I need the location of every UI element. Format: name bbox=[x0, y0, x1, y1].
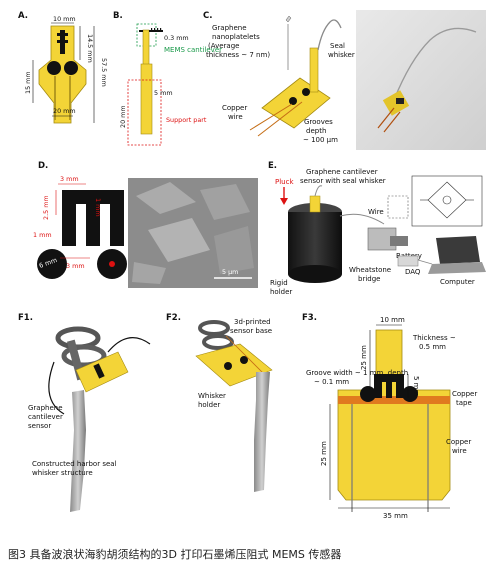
dim-a-bottom: 20 mm bbox=[53, 107, 76, 115]
f3-groove-label-2: ~ 0.1 mm bbox=[314, 378, 349, 386]
panel-f2-label: F2. bbox=[166, 313, 181, 323]
grooves-label-1: Grooves bbox=[304, 118, 333, 126]
seal-whisker-f1 bbox=[70, 390, 86, 512]
f3-dim-top: 10 mm bbox=[380, 316, 405, 324]
panel-f1: F1. Graphene cantilever sensor Construct… bbox=[18, 313, 151, 512]
dim-d-1mm-b: 1 mm bbox=[94, 198, 102, 217]
f3-dim-25-top: 25 mm bbox=[360, 345, 368, 370]
sensor-e-label-1: Graphene cantilever bbox=[306, 168, 378, 176]
f1-whisker-label-2: whisker structure bbox=[32, 469, 93, 477]
f3-dim-5: 5 mm bbox=[412, 376, 420, 396]
rigid-holder-label-1: Rigid bbox=[270, 279, 288, 287]
panel-d: D. 3 mm 2.5 mm 1 mm 1 mm 6 mm 3 mm 5 µm bbox=[33, 161, 258, 288]
dim-d-25: 2.5 mm bbox=[42, 195, 50, 220]
f2-holder-label-2: holder bbox=[198, 401, 220, 409]
wire-label: Wire bbox=[368, 208, 384, 216]
graphene-label-1: Graphene bbox=[212, 24, 247, 32]
sem-scale-bar: 5 µm bbox=[222, 268, 238, 276]
f1-sensor-label-3: sensor bbox=[28, 422, 51, 430]
photo-c bbox=[356, 10, 486, 150]
f1-sensor-label-2: cantilever bbox=[28, 413, 63, 421]
f3-dim-25-left: 25 mm bbox=[320, 441, 328, 466]
f1-whisker-label-1: Constructed harbor seal bbox=[32, 460, 117, 468]
f3-thickness-1: Thickness ~ bbox=[412, 334, 456, 342]
graphene-label-3: (Average bbox=[208, 42, 239, 50]
f3-copper-tape-1: Copper bbox=[452, 390, 477, 398]
f3-dim-35: 35 mm bbox=[383, 512, 408, 520]
panel-f3: F3. 10 mm Thickness ~ 0.5 mm 25 mm Groov… bbox=[302, 313, 477, 520]
dim-b-mid: 5 mm bbox=[154, 89, 173, 97]
f3-thickness-2: 0.5 mm bbox=[419, 343, 446, 351]
f3-copper-wire-1: Copper bbox=[446, 438, 471, 446]
panel-b-label: B. bbox=[113, 11, 123, 21]
sensor-outline-f3 bbox=[337, 329, 451, 501]
seal-label-2: whisker bbox=[328, 51, 355, 59]
panel-b: B. 0.3 mm MEMS cantilever 5 mm 20 mm Sup… bbox=[113, 11, 222, 146]
figure-caption: 图3 具备波浪状海豹胡须结构的3D 打印石墨烯压阻式 MEMS 传感器 bbox=[8, 548, 342, 561]
serpentine-trace bbox=[62, 190, 124, 246]
circuit-inset bbox=[411, 175, 483, 227]
copper-label-2: wire bbox=[228, 113, 243, 121]
graphene-label-4: thickness ~ 7 nm) bbox=[206, 51, 270, 59]
f2-base-label-2: sensor base bbox=[230, 327, 272, 335]
whisker-holder-f2 bbox=[254, 372, 270, 492]
dim-a-right: 14.5 mm bbox=[86, 34, 94, 63]
f3-groove-label-1: Groove width ~ 1 mm, depth bbox=[306, 369, 408, 377]
sensor-outline-a bbox=[38, 25, 87, 124]
dim-d-3mm-bot: 3 mm bbox=[66, 262, 85, 270]
f1-sensor-label-1: Graphene bbox=[28, 404, 63, 412]
panel-e-label: E. bbox=[268, 161, 277, 171]
panel-a: A. 10 mm 14.5 mm 57.5 mm 15 mm 20 mm bbox=[18, 11, 108, 124]
dim-d-1mm: 1 mm bbox=[33, 231, 52, 239]
copper-tape-f3 bbox=[338, 396, 450, 404]
panel-f3-label: F3. bbox=[302, 313, 317, 323]
dim-d-3mm-top: 3 mm bbox=[60, 175, 79, 183]
rigid-holder bbox=[288, 212, 342, 274]
panel-f1-label: F1. bbox=[18, 313, 33, 323]
wheatstone-label-2: bridge bbox=[358, 275, 380, 283]
sensor-e-label-2: sensor with seal whisker bbox=[300, 177, 386, 185]
f2-holder-label-1: Whisker bbox=[198, 392, 226, 400]
dim-a-top: 10 mm bbox=[53, 15, 76, 23]
seal-label-1: Seal bbox=[330, 42, 345, 50]
wheatstone-label-1: Wheatstone bbox=[349, 266, 391, 274]
f2-base-label-1: 3d-printed bbox=[234, 318, 271, 326]
daq-label: DAQ bbox=[405, 268, 421, 276]
panel-a-label: A. bbox=[18, 11, 28, 21]
panel-c: C. Graphene nanoplatelets (Average thick… bbox=[203, 10, 486, 150]
copper-label-1: Copper bbox=[222, 104, 247, 112]
panel-c-label: C. bbox=[203, 11, 212, 21]
computer-label: Computer bbox=[440, 278, 475, 286]
grooves-label-3: ~ 100 µm bbox=[303, 136, 338, 144]
graphene-label-2: nanoplatelets bbox=[212, 33, 260, 41]
f3-copper-wire-2: wire bbox=[452, 447, 467, 455]
rigid-holder-label-2: holder bbox=[270, 288, 292, 296]
f3-copper-tape-2: tape bbox=[456, 399, 472, 407]
panel-e: E. Pluck Graphene cantilever sensor with… bbox=[268, 161, 486, 296]
dim-b-gap: 0.3 mm bbox=[164, 34, 189, 42]
panel-d-label: D. bbox=[38, 161, 48, 171]
dim-b-low: 20 mm bbox=[119, 105, 127, 128]
pluck-label: Pluck bbox=[275, 178, 294, 186]
dim-a-total: 57.5 mm bbox=[100, 58, 108, 87]
computer-screen bbox=[436, 236, 480, 264]
grooves-label-2: depth bbox=[306, 127, 326, 135]
mems-label: MEMS cantilever bbox=[164, 46, 222, 54]
panel-f2: F2. 3d-printed sensor base Whisker holde… bbox=[166, 313, 273, 492]
support-label: Support part bbox=[166, 116, 207, 124]
dim-a-left: 15 mm bbox=[24, 71, 32, 94]
